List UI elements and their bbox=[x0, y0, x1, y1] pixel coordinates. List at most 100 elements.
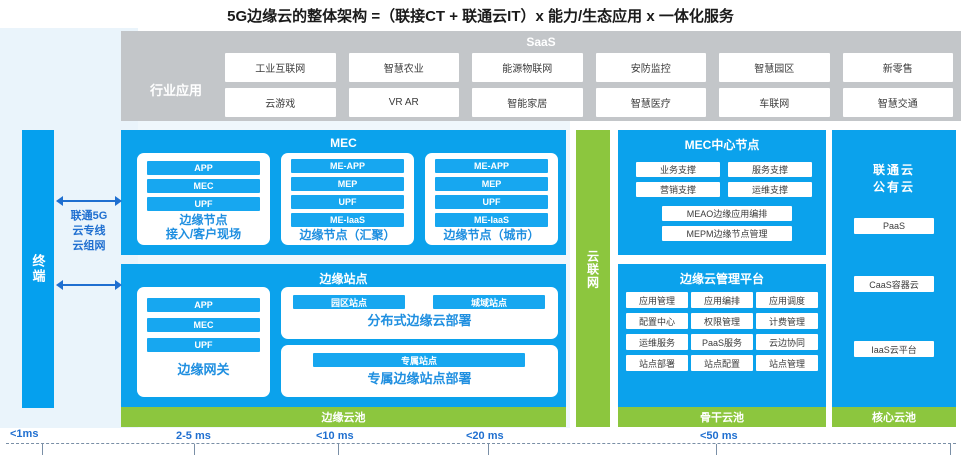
arrow-line bbox=[62, 284, 116, 286]
mec-node-chip[interactable]: ME-APP bbox=[291, 159, 404, 173]
distributed-edge-card[interactable]: 园区站点 城域站点 分布式边缘云部署 bbox=[281, 287, 558, 339]
link-label-line2: 云专线 bbox=[72, 224, 106, 237]
edge-gateway-card[interactable]: APP MEC UPF 边缘网关 bbox=[137, 287, 270, 397]
mec-node-caption: 边缘节点 bbox=[179, 213, 228, 227]
latency-axis-line bbox=[6, 443, 956, 444]
saas-tile[interactable]: 车联网 bbox=[719, 88, 830, 117]
mgmt-item[interactable]: 权限管理 bbox=[691, 313, 753, 329]
mec-center-item[interactable]: 业务支撑 bbox=[636, 162, 720, 177]
link-arrow-top bbox=[56, 195, 122, 206]
mec-node-chip[interactable]: ME-IaaS bbox=[291, 213, 404, 227]
saas-tile[interactable]: 智慧医疗 bbox=[595, 88, 706, 117]
mgmt-item[interactable]: PaaS服务 bbox=[691, 334, 753, 350]
mgmt-item[interactable]: 应用管理 bbox=[626, 292, 688, 308]
public-cloud-item[interactable]: IaaS云平台 bbox=[854, 341, 934, 357]
arrow-left-icon bbox=[56, 196, 63, 206]
mec-node-chip[interactable]: UPF bbox=[291, 195, 404, 209]
saas-tile[interactable]: 智慧农业 bbox=[348, 53, 459, 82]
saas-tile[interactable]: 智能家居 bbox=[472, 88, 583, 117]
saas-band: SaaS 行业应用 工业互联网 智慧农业 能源物联网 安防监控 智慧园区 新零售… bbox=[121, 31, 961, 121]
saas-tile[interactable]: 智慧交通 bbox=[842, 88, 953, 117]
terminal-column: 终端 bbox=[22, 130, 54, 408]
saas-tile[interactable]: 新零售 bbox=[842, 53, 953, 82]
mec-center-wide-item[interactable]: MEPM边缘节点管理 bbox=[662, 226, 792, 241]
mgmt-item[interactable]: 站点部署 bbox=[626, 355, 688, 371]
saas-band-title: SaaS bbox=[526, 35, 556, 49]
mgmt-item[interactable]: 站点管理 bbox=[756, 355, 818, 371]
mec-center-item[interactable]: 营销支撑 bbox=[636, 182, 720, 197]
mgmt-item[interactable]: 运维服务 bbox=[626, 334, 688, 350]
mec-center-wide-item[interactable]: MEAO边缘应用编排 bbox=[662, 206, 792, 221]
cloud-network-label: 云联网 bbox=[585, 249, 600, 289]
mgmt-item[interactable]: 配置中心 bbox=[626, 313, 688, 329]
public-cloud-item[interactable]: CaaS容器云 bbox=[854, 276, 934, 292]
mec-node-chip[interactable]: UPF bbox=[435, 195, 548, 209]
network-link-label: 联通5G 云专线 云组网 bbox=[56, 209, 122, 254]
edge-gateway-chip[interactable]: APP bbox=[147, 298, 260, 312]
dedicated-edge-caption: 专属边缘站点部署 bbox=[367, 371, 472, 386]
mec-node-caption-2: 接入/客户现场 bbox=[165, 227, 242, 241]
distributed-edge-caption: 分布式边缘云部署 bbox=[367, 313, 472, 328]
latency-label: <50 ms bbox=[700, 430, 738, 442]
mec-node-chip[interactable]: UPF bbox=[147, 197, 260, 211]
latency-tick bbox=[488, 444, 489, 455]
mec-node-card[interactable]: ME-APP MEP UPF ME-IaaS 边缘节点（城市） bbox=[425, 153, 558, 245]
mec-center-title: MEC中心节点 bbox=[684, 138, 760, 152]
distributed-site-chip[interactable]: 城域站点 bbox=[433, 295, 545, 309]
saas-tile[interactable]: VR AR bbox=[348, 88, 459, 117]
edge-gateway-chip[interactable]: UPF bbox=[147, 338, 260, 352]
mec-node-card[interactable]: ME-APP MEP UPF ME-IaaS 边缘节点（汇聚） bbox=[281, 153, 414, 245]
mec-node-chip[interactable]: APP bbox=[147, 161, 260, 175]
public-cloud-title: 联通云 公有云 bbox=[832, 162, 956, 197]
mec-node-chip[interactable]: MEP bbox=[435, 177, 548, 191]
mgmt-item[interactable]: 站点配置 bbox=[691, 355, 753, 371]
saas-tile[interactable]: 安防监控 bbox=[595, 53, 706, 82]
mec-node-caption: 边缘节点（汇聚） bbox=[299, 228, 396, 242]
pool-bar-edge: 边缘云池 bbox=[121, 407, 566, 427]
mec-section: MEC APP MEC UPF 边缘节点 接入/客户现场 ME-APP MEP … bbox=[121, 130, 566, 255]
edge-site-title: 边缘站点 bbox=[319, 272, 368, 286]
latency-label: <10 ms bbox=[316, 430, 354, 442]
saas-tile-grid: 工业互联网 智慧农业 能源物联网 安防监控 智慧园区 新零售 云游戏 VR AR… bbox=[225, 53, 953, 117]
mgmt-item[interactable]: 云边协同 bbox=[756, 334, 818, 350]
latency-tick bbox=[950, 444, 951, 455]
mgmt-item[interactable]: 应用调度 bbox=[756, 292, 818, 308]
saas-tile[interactable]: 能源物联网 bbox=[472, 53, 583, 82]
management-platform-section: 边缘云管理平台 应用管理 应用编排 应用调度 配置中心 权限管理 计费管理 运维… bbox=[618, 264, 826, 408]
mec-center-section: MEC中心节点 业务支撑 服务支撑 营销支撑 运维支撑 MEAO边缘应用编排 M… bbox=[618, 130, 826, 255]
mec-node-card[interactable]: APP MEC UPF 边缘节点 接入/客户现场 bbox=[137, 153, 270, 245]
mec-node-chip[interactable]: MEC bbox=[147, 179, 260, 193]
public-cloud-title-line2: 公有云 bbox=[872, 180, 915, 195]
mec-section-title: MEC bbox=[330, 136, 357, 150]
distributed-site-chip[interactable]: 园区站点 bbox=[293, 295, 405, 309]
cloud-network-column: 云联网 bbox=[576, 130, 610, 408]
link-label-line3: 云组网 bbox=[72, 239, 106, 252]
mgmt-item[interactable]: 计费管理 bbox=[756, 313, 818, 329]
management-platform-title: 边缘云管理平台 bbox=[679, 272, 764, 286]
saas-tile[interactable]: 云游戏 bbox=[225, 88, 336, 117]
latency-tick bbox=[42, 444, 43, 455]
link-label-line1: 联通5G bbox=[70, 210, 108, 222]
dedicated-site-chip[interactable]: 专属站点 bbox=[313, 353, 525, 367]
mec-node-chip[interactable]: MEP bbox=[291, 177, 404, 191]
mec-node-chip[interactable]: ME-IaaS bbox=[435, 213, 548, 227]
latency-tick bbox=[716, 444, 717, 455]
page-title: 5G边缘云的整体架构 =（联接CT + 联通云IT）x 能力/生态应用 x 一体… bbox=[227, 8, 734, 25]
saas-tile[interactable]: 工业互联网 bbox=[225, 53, 336, 82]
arrow-right-icon bbox=[115, 280, 122, 290]
dedicated-edge-card[interactable]: 专属站点 专属边缘站点部署 bbox=[281, 345, 558, 397]
mec-center-item[interactable]: 运维支撑 bbox=[728, 182, 812, 197]
pool-bar-cloudnet-stub bbox=[576, 407, 610, 427]
mec-node-chip[interactable]: ME-APP bbox=[435, 159, 548, 173]
latency-tick bbox=[194, 444, 195, 455]
terminal-label: 终端 bbox=[30, 254, 46, 284]
edge-gateway-chip[interactable]: MEC bbox=[147, 318, 260, 332]
public-cloud-item[interactable]: PaaS bbox=[854, 218, 934, 234]
edge-site-section: 边缘站点 APP MEC UPF 边缘网关 园区站点 城域站点 分布式边缘云部署… bbox=[121, 264, 566, 408]
mgmt-item[interactable]: 应用编排 bbox=[691, 292, 753, 308]
mec-center-item[interactable]: 服务支撑 bbox=[728, 162, 812, 177]
network-link-block: 联通5G 云专线 云组网 bbox=[56, 195, 122, 290]
latency-label: 2-5 ms bbox=[176, 430, 211, 442]
saas-tile[interactable]: 智慧园区 bbox=[719, 53, 830, 82]
